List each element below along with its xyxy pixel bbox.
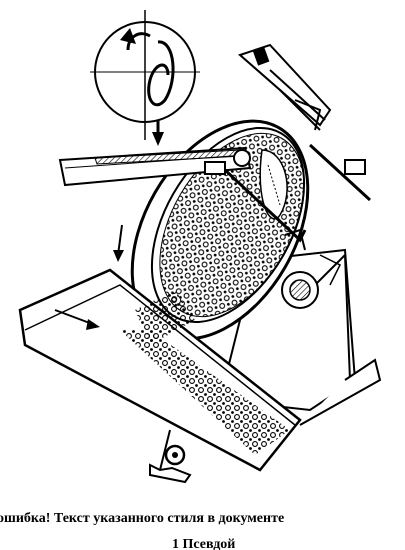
upper-frame bbox=[238, 43, 372, 202]
output-chute bbox=[18, 268, 302, 472]
caption-error-line: ошибка! Текст указанного стиля в докумен… bbox=[0, 511, 405, 527]
chute-arrow-icon bbox=[54, 309, 100, 330]
illustration-svg bbox=[18, 10, 382, 484]
caption-second-line: 1 Псевдой bbox=[0, 537, 405, 550]
rotation-diagram bbox=[90, 10, 200, 146]
machine-illustration bbox=[18, 10, 382, 484]
caption-error-text: ошибка! Текст указанного стиля в докумен… bbox=[0, 511, 285, 526]
adjust-lever bbox=[149, 429, 192, 484]
rotation-arrow-icon bbox=[120, 28, 136, 44]
caption-second-text: 1 Псевдой bbox=[172, 537, 236, 550]
feeder-arm bbox=[58, 146, 307, 243]
down-arrow-icon bbox=[152, 120, 164, 146]
motion-arrow-icon bbox=[113, 224, 124, 262]
